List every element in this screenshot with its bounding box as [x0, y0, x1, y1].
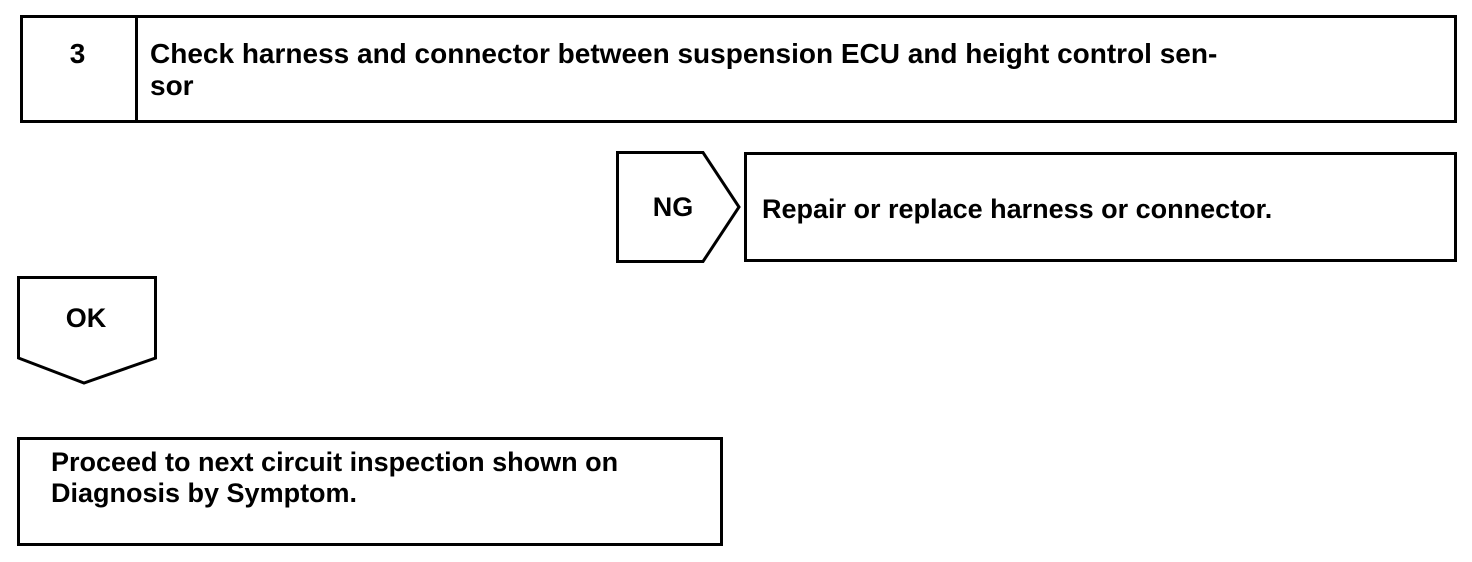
step-number: 3: [69, 38, 86, 69]
final-step-text: Proceed to next circuit inspection shown…: [51, 447, 619, 508]
step-title: Check harness and connector between susp…: [150, 38, 1218, 101]
ng-action-box: Repair or replace harness or connector.: [744, 152, 1457, 262]
ng-label: NG: [652, 192, 694, 222]
step-number-cell: 3: [23, 18, 138, 120]
ok-label: OK: [65, 303, 107, 333]
ng-action-text: Repair or replace harness or connector.: [762, 194, 1273, 224]
final-step-box: Proceed to next circuit inspection shown…: [17, 437, 723, 546]
ng-arrow-shape: [616, 151, 741, 263]
ok-arrow-shape: [17, 276, 157, 385]
step-box: 3 Check harness and connector between su…: [20, 15, 1457, 123]
